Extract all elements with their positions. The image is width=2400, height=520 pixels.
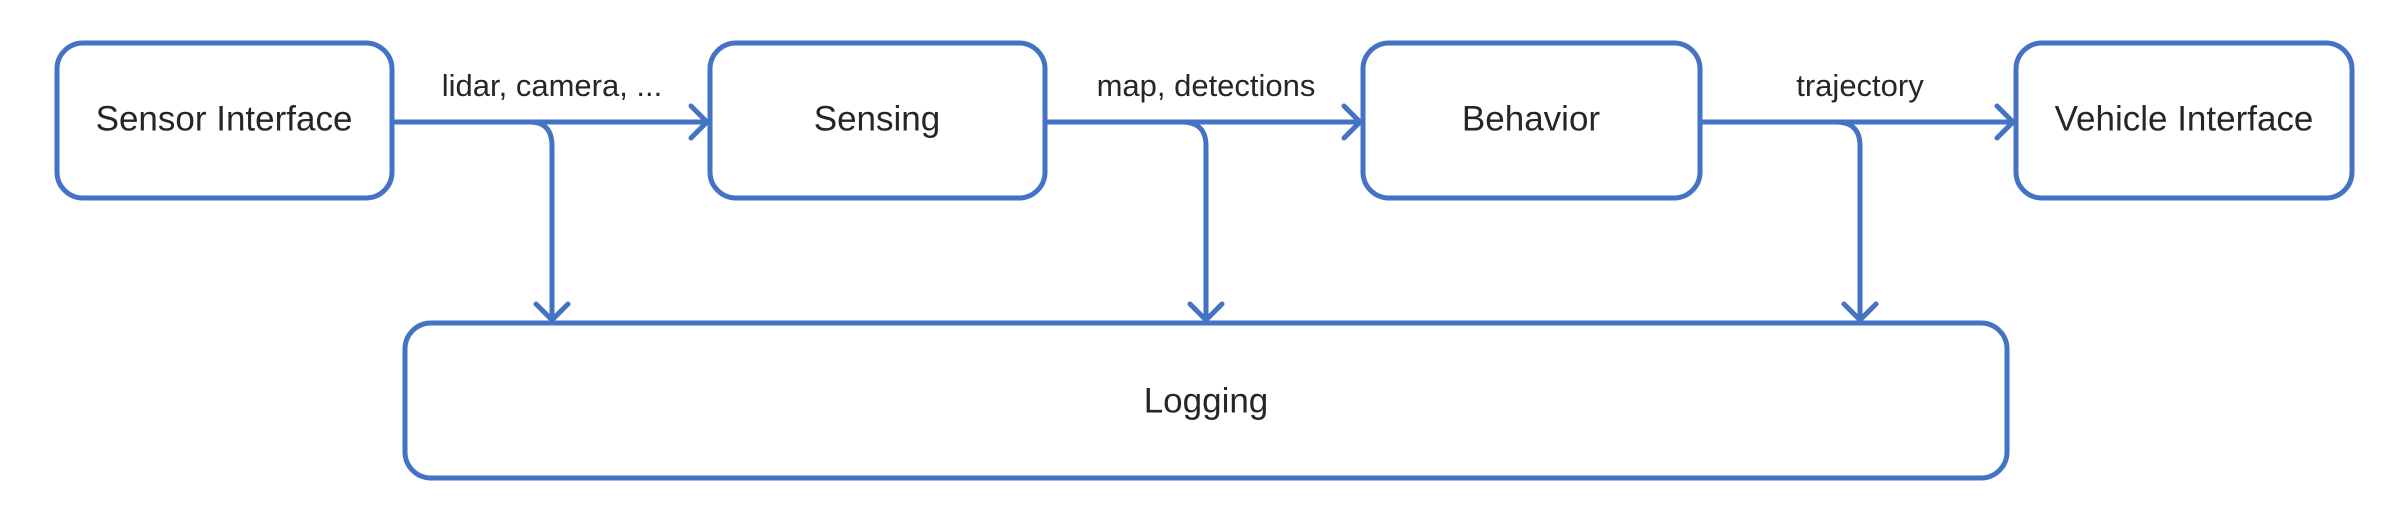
edge-behavior-to-vehicle: [1697, 103, 2016, 141]
node-sensing-label: Sensing: [814, 99, 940, 138]
node-sensor-interface-box: [54, 40, 395, 201]
arrow-head-behavior: [1341, 103, 1363, 141]
edge-sensing-to-behavior: [1042, 103, 1363, 141]
arrow-head-logging-3: [1841, 301, 1879, 323]
node-vehicle-interface-label: Vehicle Interface: [2055, 99, 2314, 138]
edge-label-behavior-to-vehicle: trajectory: [1796, 68, 1924, 103]
edge-sensing-to-logging: [1179, 119, 1225, 323]
edge-label-sensing-to-behavior: map, detections: [1097, 68, 1316, 103]
edge-sensor-to-logging-line: [527, 119, 555, 323]
arrow-head-logging-2: [1187, 301, 1225, 323]
node-sensing: Sensing: [707, 40, 1048, 201]
edge-label-sensor-to-sensing: lidar, camera, ...: [442, 68, 663, 103]
arrow-head-vehicle-interface: [1994, 103, 2016, 141]
node-behavior-label: Behavior: [1462, 99, 1600, 138]
node-logging: Logging: [402, 320, 2010, 481]
edge-behavior-to-logging: [1833, 119, 1879, 323]
arrow-head-sensing: [688, 103, 710, 141]
node-logging-box: [402, 320, 2010, 481]
edge-sensor-to-sensing: [389, 103, 710, 141]
node-behavior: Behavior: [1360, 40, 1703, 201]
edge-behavior-to-logging-line: [1833, 119, 1863, 323]
node-vehicle-interface: Vehicle Interface: [2013, 40, 2355, 201]
arrow-head-logging-1: [533, 301, 571, 323]
edge-sensing-to-logging-line: [1179, 119, 1209, 323]
node-logging-label: Logging: [1144, 381, 1269, 420]
node-vehicle-interface-box: [2013, 40, 2355, 201]
node-behavior-box: [1360, 40, 1703, 201]
node-sensor-interface-label: Sensor Interface: [96, 99, 353, 138]
node-sensor-interface: Sensor Interface: [54, 40, 395, 201]
edge-sensor-to-logging: [527, 119, 571, 323]
node-sensing-box: [707, 40, 1048, 201]
